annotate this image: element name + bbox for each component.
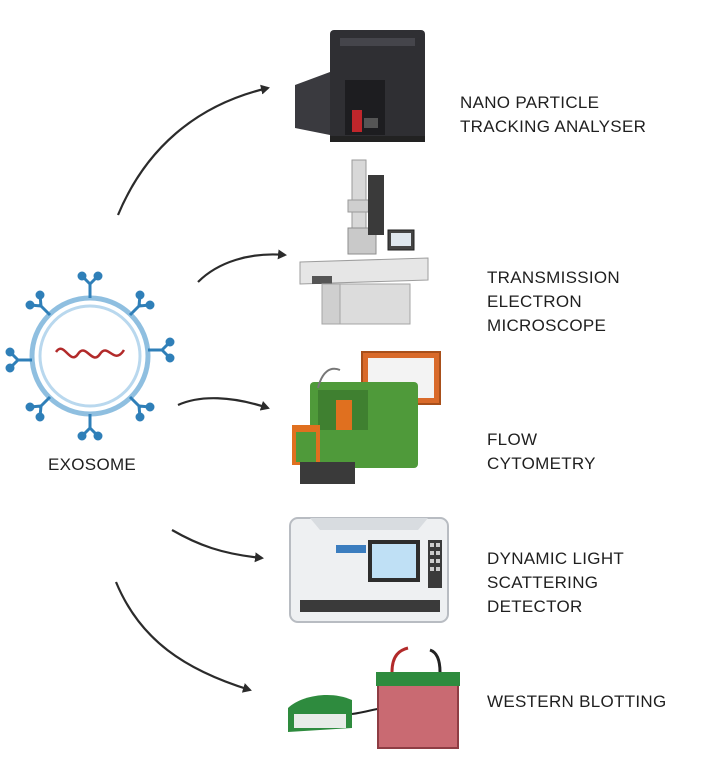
rna-strand-icon (54, 347, 126, 359)
method-label-tem: TRANSMISSION ELECTRON MICROSCOPE (487, 268, 621, 335)
arrow-to-nta (116, 84, 270, 216)
arrow-to-flow (177, 397, 270, 411)
arrow-to-wb (114, 581, 252, 693)
western-blot-icon (288, 646, 460, 749)
method-label-wb: WESTERN BLOTTING (487, 692, 667, 711)
arrow-to-dls (171, 529, 264, 563)
method-label-dls: DYNAMIC LIGHT SCATTERING DETECTOR (487, 549, 625, 616)
dls-detector-icon (289, 517, 449, 623)
method-label-nta: NANO PARTICLE TRACKING ANALYSER (460, 93, 647, 136)
arrow-to-tem (197, 249, 287, 283)
arrows (114, 84, 287, 693)
tem-instrument-icon (299, 159, 429, 325)
surface-proteins (5, 271, 175, 441)
exosome-label: EXOSOME (48, 455, 137, 474)
nta-instrument-icon (295, 30, 425, 142)
exosome-icon (5, 271, 175, 441)
flow-cytometer-icon (292, 351, 441, 484)
keypad (428, 540, 442, 588)
method-label-flow: FLOW CYTOMETRY (487, 430, 596, 473)
